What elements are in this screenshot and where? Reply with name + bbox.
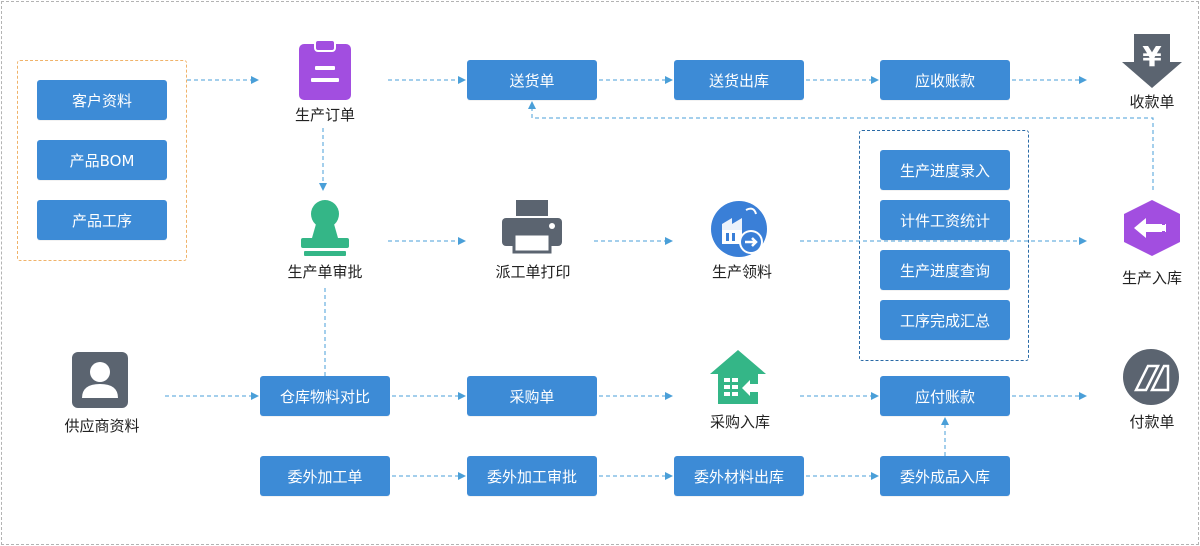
customer-info-box[interactable]: 客户资料: [37, 80, 167, 120]
purchase-inbound-label: 采购入库: [709, 413, 770, 431]
printer-icon[interactable]: [500, 200, 564, 258]
progress-query-box[interactable]: 生产进度查询: [880, 250, 1010, 290]
master-data-group: [17, 60, 187, 261]
outsource-approval-box[interactable]: 委外加工审批: [467, 456, 597, 496]
outsource-material-out-box[interactable]: 委外材料出库: [674, 456, 804, 496]
purchase-order-box[interactable]: 采购单: [467, 376, 597, 416]
production-inbound-label: 生产入库: [1121, 269, 1182, 287]
warehouse-compare-box[interactable]: 仓库物料对比: [260, 376, 390, 416]
product-process-box[interactable]: 产品工序: [37, 200, 167, 240]
process-summary-box[interactable]: 工序完成汇总: [880, 300, 1010, 340]
delivery-outbound-box[interactable]: 送货出库: [674, 60, 804, 100]
factory-arrow-icon[interactable]: [710, 200, 770, 264]
stamp-icon[interactable]: [298, 198, 352, 262]
dispatch-print-label: 派工单打印: [495, 263, 571, 281]
outsource-order-box[interactable]: 委外加工单: [260, 456, 390, 496]
payment-label: 付款单: [1129, 413, 1175, 431]
progress-entry-box[interactable]: 生产进度录入: [880, 150, 1010, 190]
accounts-receivable-box[interactable]: 应收账款: [880, 60, 1010, 100]
house-inbound-icon[interactable]: [708, 348, 770, 410]
product-bom-box[interactable]: 产品BOM: [37, 140, 167, 180]
production-tracking-group: [859, 130, 1029, 361]
outsource-product-in-box[interactable]: 委外成品入库: [880, 456, 1010, 496]
svg-text:¥: ¥: [1142, 40, 1162, 73]
production-approval-label: 生产单审批: [287, 263, 363, 281]
supplier-info-label: 供应商资料: [64, 417, 140, 435]
payment-card-icon[interactable]: [1122, 348, 1180, 410]
person-icon[interactable]: [72, 352, 128, 412]
delivery-note-box[interactable]: 送货单: [467, 60, 597, 100]
arrow-inbound-to-delivery: [528, 101, 1154, 190]
accounts-payable-box[interactable]: 应付账款: [880, 376, 1010, 416]
yen-download-icon[interactable]: ¥: [1120, 32, 1184, 94]
clipboard-icon[interactable]: [297, 39, 353, 106]
piecework-wage-box[interactable]: 计件工资统计: [880, 200, 1010, 240]
material-requisition-label: 生产领料: [711, 263, 772, 281]
inbound-arrow-icon[interactable]: [1122, 198, 1182, 262]
receipt-label: 收款单: [1129, 93, 1175, 111]
production-order-label: 生产订单: [294, 106, 355, 124]
